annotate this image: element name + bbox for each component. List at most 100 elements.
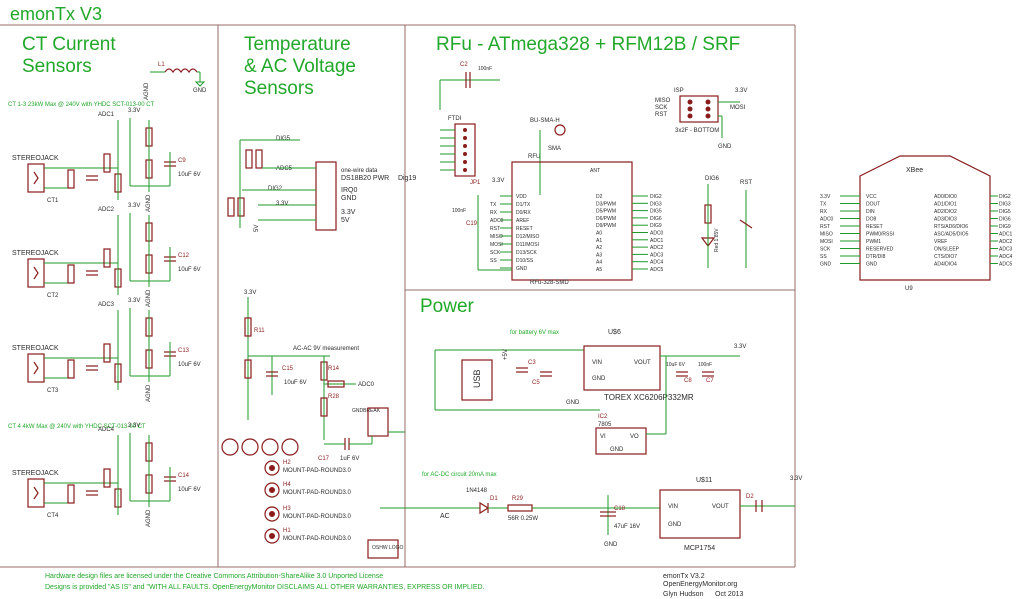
xbee-right-pin: AD2/DIO2: [934, 209, 957, 215]
svg-text:ANT: ANT: [590, 168, 600, 174]
svg-text:3.3V: 3.3V: [276, 201, 288, 207]
svg-text:ADC5: ADC5: [276, 166, 293, 172]
xbee-left-pin: RESERVED: [866, 247, 894, 253]
rfu-left-net: SS: [490, 258, 497, 264]
svg-text:GND: GND: [610, 447, 624, 453]
xbee-right-net: DIG6: [999, 217, 1011, 223]
adc-label: ADC2: [98, 207, 115, 213]
ct-label: CT4: [47, 513, 59, 519]
xbee-outline: [859, 155, 991, 281]
svg-text:3.3V: 3.3V: [735, 88, 747, 94]
temp-title-line1: Temperature: [244, 34, 351, 55]
agnd-label: AGND: [146, 509, 152, 527]
svg-text:GND: GND: [566, 400, 580, 406]
rail-label: 3.3V: [128, 108, 140, 114]
xbee-right-pin: ON/SLEEP: [934, 247, 960, 253]
rfu-right-pin: A0: [596, 231, 602, 237]
rfu-left-pin: D0/RX: [516, 210, 531, 216]
svg-text:3x2F - BOTTOM: 3x2F - BOTTOM: [675, 128, 719, 134]
footer: Hardware design files are licensed under…: [45, 573, 744, 598]
rfu-right-pin: A5: [596, 267, 602, 273]
usb-connector: [461, 359, 493, 401]
ct-title-line1: CT Current: [22, 34, 116, 55]
oshw-logo: OSHW LOGO: [372, 545, 404, 551]
mount-label: MOUNT-PAD-ROUND3.0: [283, 536, 352, 542]
svg-text:R14: R14: [328, 366, 340, 372]
xbee-left-pin: RESET: [866, 224, 883, 230]
rfu-right-pin: A4: [596, 260, 602, 266]
xbee-left-pin: PWM1: [866, 239, 881, 245]
svg-text:GND: GND: [604, 542, 618, 548]
rfu-left-net: MISO: [490, 234, 503, 240]
power-title: Power: [420, 296, 475, 317]
stereojack-label: STEREOJACK: [12, 470, 59, 477]
frame: [0, 24, 796, 568]
svg-text:RFu-328-SMD: RFu-328-SMD: [530, 280, 569, 286]
svg-text:IRQ0: IRQ0: [341, 187, 357, 194]
xbee-right-net: ADC3: [999, 247, 1013, 253]
xbee-left-net: MISO: [820, 232, 833, 238]
torex-regulator: [583, 345, 661, 391]
stereojack: [27, 353, 45, 383]
svg-text:FTDI: FTDI: [448, 116, 462, 122]
svg-text:100nF: 100nF: [452, 208, 466, 214]
ct-label: CT2: [47, 293, 59, 299]
svg-text:RST: RST: [740, 180, 752, 186]
mount-label: MOUNT-PAD-ROUND3.0: [283, 468, 352, 474]
svg-text:one-wire data: one-wire data: [341, 168, 378, 174]
svg-text:JP1: JP1: [470, 180, 481, 186]
svg-text:U9: U9: [905, 286, 913, 292]
svg-text:DS18B20 PWR: DS18B20 PWR: [341, 175, 389, 182]
agnd-label: AGND: [146, 194, 152, 212]
stereojack: [27, 478, 45, 508]
svg-text:ADC0: ADC0: [358, 382, 375, 388]
xbee-left-net: ADC0: [820, 217, 834, 223]
xbee-right-pin: AD3/DIO3: [934, 217, 957, 223]
xbee-left-net: TX: [820, 202, 827, 208]
rfu-right-net: DIG5: [650, 209, 662, 215]
xbee-module: XBee U9: [859, 155, 991, 292]
rfu-left-pin: AREF: [516, 218, 529, 224]
svg-text:R11: R11: [254, 328, 265, 334]
ftdi-header: [454, 123, 476, 177]
svg-text:MCP1754: MCP1754: [684, 545, 715, 552]
svg-text:RST: RST: [655, 112, 667, 118]
svg-text:R28: R28: [328, 394, 340, 400]
svg-text:SMA: SMA: [548, 146, 561, 152]
svg-text:GNDBREAK: GNDBREAK: [352, 408, 381, 414]
rfu-left-net: SCK: [490, 250, 501, 256]
svg-text:3.3V: 3.3V: [734, 344, 746, 350]
rfu-right-net: DIG9: [650, 223, 662, 229]
stereojack-label: STEREOJACK: [12, 250, 59, 257]
cap-label: C14: [178, 473, 190, 479]
svg-text:3.3V: 3.3V: [790, 476, 802, 482]
svg-text:TOREX XC6206P332MR: TOREX XC6206P332MR: [604, 393, 694, 402]
svg-text:GND: GND: [668, 522, 682, 528]
rfu-right-net: ADC3: [650, 252, 664, 258]
xbee-left-net: RX: [820, 209, 828, 215]
rfu-pins: VDDD1/TXD0/RXAREFRESETD12/MISOD11/MOSID1…: [440, 128, 664, 273]
xbee-right-net: DIG3: [999, 202, 1011, 208]
board-name: emonTx V3.2: [663, 573, 705, 580]
hole-label: H1: [283, 528, 291, 534]
xbee-left-pin: DTR/DI8: [866, 254, 886, 260]
xbee-left-net: MOSI: [820, 239, 833, 245]
mount-label: MOUNT-PAD-ROUND3.0: [283, 490, 352, 496]
svg-text:Dig19: Dig19: [398, 175, 416, 182]
svg-text:C5: C5: [532, 380, 540, 386]
rfu-right-pin: A1: [596, 238, 602, 244]
svg-text:R29: R29: [512, 496, 524, 502]
svg-text:VIN: VIN: [668, 504, 678, 510]
xbee-right-net: ADC2: [999, 239, 1013, 245]
rfu-left-pin: D12/MISO: [516, 234, 539, 240]
svg-text:U$11: U$11: [696, 477, 712, 484]
xbee-left-net: SCK: [820, 247, 831, 253]
ct-note-top: CT 1-3 23kW Max @ 240V with YHDC SCT-013…: [8, 102, 155, 108]
svg-text:Red 1.85V: Red 1.85V: [714, 228, 720, 252]
hole-label: H2: [283, 460, 291, 466]
svg-text:GND: GND: [592, 376, 606, 382]
